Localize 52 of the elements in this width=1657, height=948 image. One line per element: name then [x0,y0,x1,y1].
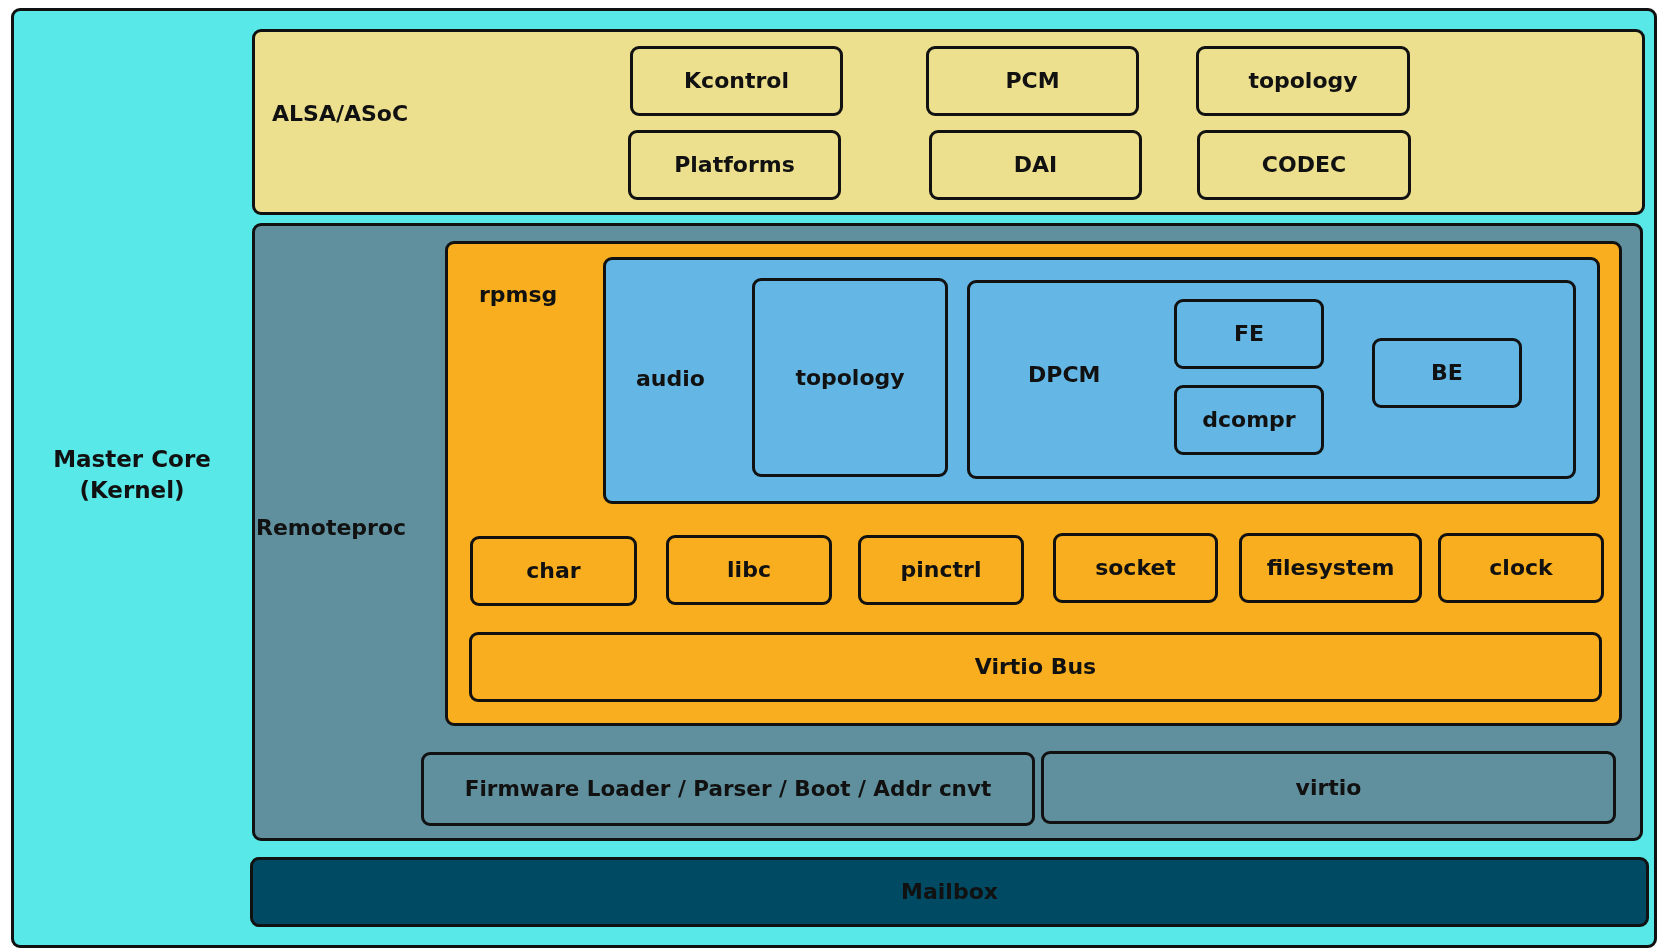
module-box [1438,533,1604,603]
module-box [250,857,1649,927]
module-label: char [526,557,581,586]
layer-panel [11,8,1657,948]
module-label: DAI [1013,151,1058,180]
module-box [421,752,1035,826]
module-box [469,632,1602,702]
module-label: filesystem [1266,554,1395,583]
module-box [1239,533,1422,603]
module-box [929,130,1142,200]
module-box [926,46,1139,116]
layer-panel [603,257,1600,504]
module-box [752,278,948,477]
layer-label: Remoteproc [256,514,407,542]
module-label: clock [1489,554,1553,583]
module-label: FE [1233,320,1265,349]
module-label: socket [1095,554,1176,583]
module-box [1041,751,1616,824]
module-label: Firmware Loader / Parser / Boot / Addr cnvt [464,775,992,804]
module-label: topology [1248,67,1358,96]
layer-panel [445,241,1622,726]
module-box [858,535,1024,605]
module-label: Virtio Bus [974,653,1097,682]
module-box [1372,338,1522,408]
module-box [1196,46,1410,116]
layer-label: ALSA/ASoC [272,100,409,128]
layer-panel [967,280,1576,479]
module-label: libc [727,556,771,585]
layer-label: rpmsg [479,281,558,309]
layer-label: audio [636,365,705,393]
module-label: Mailbox [901,878,998,907]
module-box [630,46,843,116]
layer-panel [252,29,1645,215]
module-label: dcompr [1202,406,1296,435]
module-box [1174,299,1324,369]
module-label: Platforms [674,151,795,180]
module-box [1174,385,1324,455]
layer-panel [252,223,1643,841]
module-label: PCM [1005,67,1060,96]
module-box [1053,533,1218,603]
module-box [628,130,841,200]
module-box [470,536,637,606]
layer-label: DPCM [1028,361,1101,389]
module-label: topology [795,363,905,392]
layer-label: Master Core (Kernel) [52,445,212,506]
module-box [1197,130,1411,200]
module-label: virtio [1295,773,1362,802]
module-label: BE [1431,359,1463,388]
module-box [666,535,832,605]
module-label: pinctrl [900,556,982,585]
module-label: Kcontrol [684,67,789,96]
module-label: CODEC [1261,151,1347,180]
